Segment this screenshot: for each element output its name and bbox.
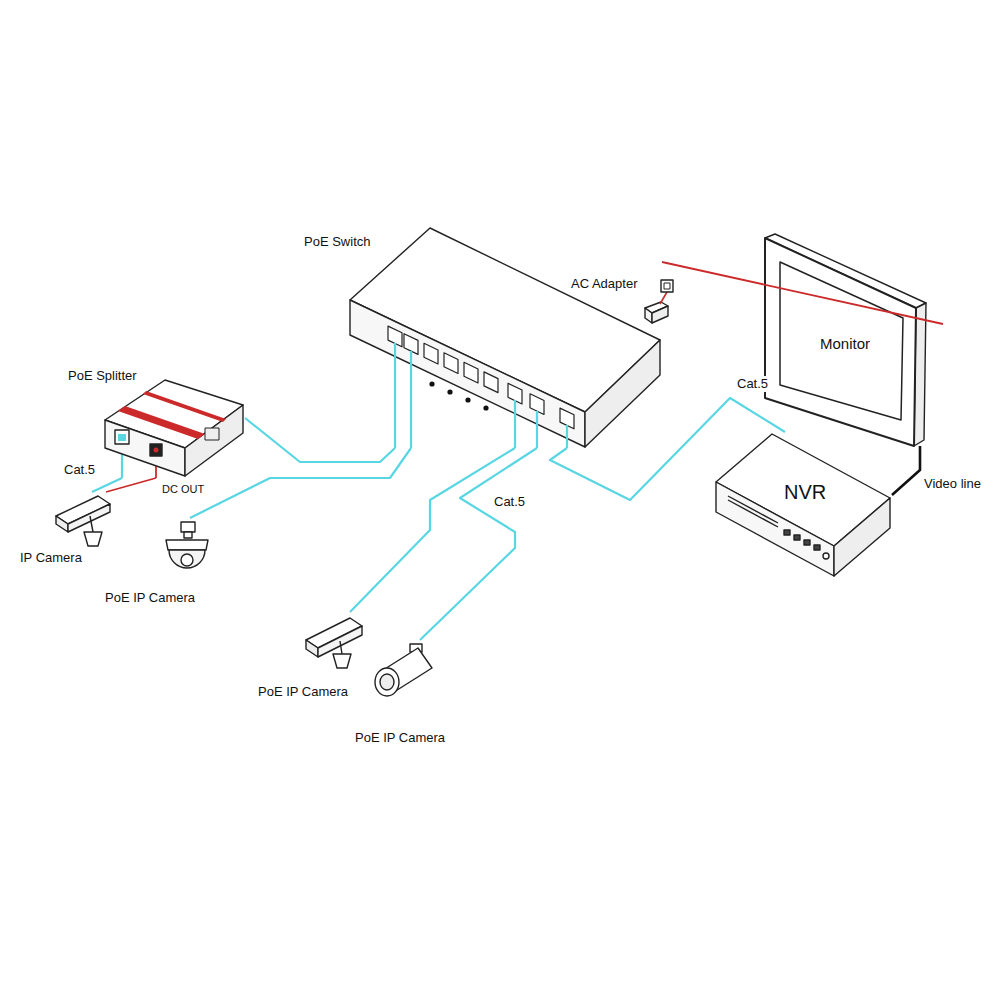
network-cable [420,448,537,640]
network-cable [245,418,395,462]
bullet-camera [375,644,432,696]
label-holder: DC OUT [160,482,206,496]
nvr-box: NVR [712,432,892,580]
node-label: PoE Switch [304,234,370,250]
poe-switch: PoE Switch [350,228,662,448]
node-label: IP Camera [20,550,82,566]
node-label: AC Adapter [571,276,638,292]
port-label: DC OUT [160,482,206,496]
ac-adapter [645,280,673,323]
cable-label: Cat.5 [62,462,97,478]
ip-camera: IP Camera [18,492,118,570]
nvr-body [716,434,890,576]
power-cable [662,262,943,324]
poe-ip-camera: PoE IP Camera [105,518,215,610]
cable-label-holder: Cat.5 [735,376,770,392]
dome-camera [166,522,208,568]
cable-label-holder: Cat.5 [62,462,97,478]
node-label: PoE IP Camera [355,730,445,746]
box-camera [306,618,362,668]
ellipsis-dots [429,381,488,410]
network-cable [550,398,785,500]
poe-ip-camera: PoE IP Camera [355,640,455,752]
poe-splitter: PoE Splitter [100,378,245,478]
network-cable [92,478,122,492]
power-cable [106,478,156,492]
cable-label: Cat.5 [735,376,770,392]
video-cable [892,446,920,495]
node-label: Monitor [820,334,870,353]
monitor-body [765,234,926,446]
node-label: PoE Splitter [68,368,137,384]
network-cable [190,448,411,518]
cable-label: Video line [922,476,983,492]
cable-label: Cat.5 [492,494,527,510]
cable-label-holder: Video line [922,476,983,492]
splitter-body [105,380,243,476]
monitor-box: Monitor [762,234,927,446]
network-cable [350,448,515,612]
node-label: PoE IP Camera [258,684,348,700]
switch-body [350,228,660,447]
node-label: NVR [784,480,826,505]
cable-label-holder: Cat.5 [492,494,527,510]
poe-ip-camera: PoE IP Camera [258,612,368,707]
box-camera [56,496,110,546]
node-label: PoE IP Camera [105,590,195,606]
ac-adapter: AC Adapter [643,302,669,324]
